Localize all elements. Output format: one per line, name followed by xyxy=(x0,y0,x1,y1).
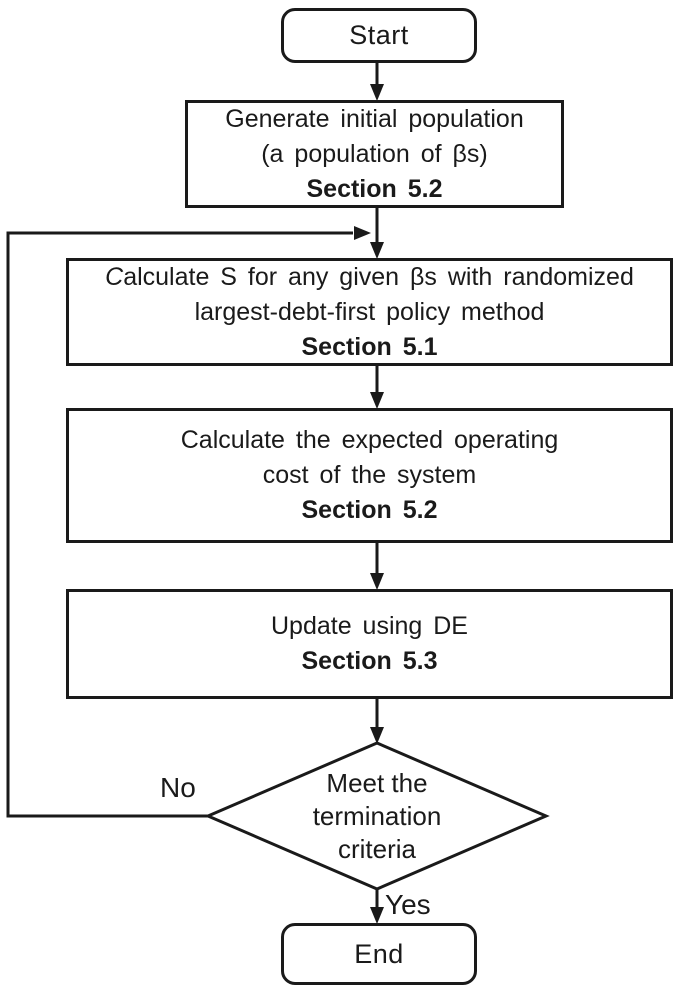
node-decision-line2: termination xyxy=(312,800,442,831)
node-calccost-section-ref: Section 5.2 xyxy=(301,496,438,524)
node-start: Start xyxy=(281,8,477,63)
edge-label-yes: Yes xyxy=(385,889,431,920)
node-start-label: Start xyxy=(349,20,409,50)
node-calculate-s: Calculate S for any given βs with random… xyxy=(66,258,673,366)
node-update-line1: Update using DE xyxy=(270,612,468,640)
node-calcs-section-ref: Section 5.1 xyxy=(301,332,438,361)
loop-no-feedback xyxy=(6,231,353,818)
node-end-label: End xyxy=(354,938,404,969)
node-decision-line3: criteria xyxy=(337,833,416,864)
arrowhead-down-3 xyxy=(370,392,384,409)
node-update-de: Update using DE Section 5.3 xyxy=(66,589,673,699)
arrowhead-down-4 xyxy=(370,573,384,590)
node-generate-population: Generate initial population (a populatio… xyxy=(185,100,564,208)
edge-label-no: No xyxy=(160,772,196,803)
node-generate-section-ref: Section 5.2 xyxy=(306,174,443,203)
node-decision-line1: Meet the xyxy=(326,767,428,798)
node-end: End xyxy=(281,923,477,985)
arrowhead-down-2 xyxy=(370,242,384,259)
node-generate-line2: (a population of βs) xyxy=(261,139,488,168)
node-decision-termination: Meet the termination criteria xyxy=(267,766,487,866)
node-update-section-ref: Section 5.3 xyxy=(301,647,438,675)
node-calcs-line1: Calculate S for any given βs with random… xyxy=(105,262,634,291)
node-calccost-line1: Calculate the expected operating xyxy=(180,426,559,454)
node-calculate-cost: Calculate the expected operating cost of… xyxy=(66,408,673,543)
arrowhead-down-6 xyxy=(370,907,384,924)
node-calcs-line2: largest-debt-first policy method xyxy=(194,297,545,326)
arrowhead-down-5 xyxy=(370,727,384,744)
node-calccost-line2: cost of the system xyxy=(262,461,477,489)
node-generate-line1: Generate initial population xyxy=(225,104,524,133)
decision-diamond-shape xyxy=(204,741,550,891)
arrowhead-right-loop xyxy=(354,226,371,240)
arrowhead-down-1 xyxy=(370,84,384,101)
